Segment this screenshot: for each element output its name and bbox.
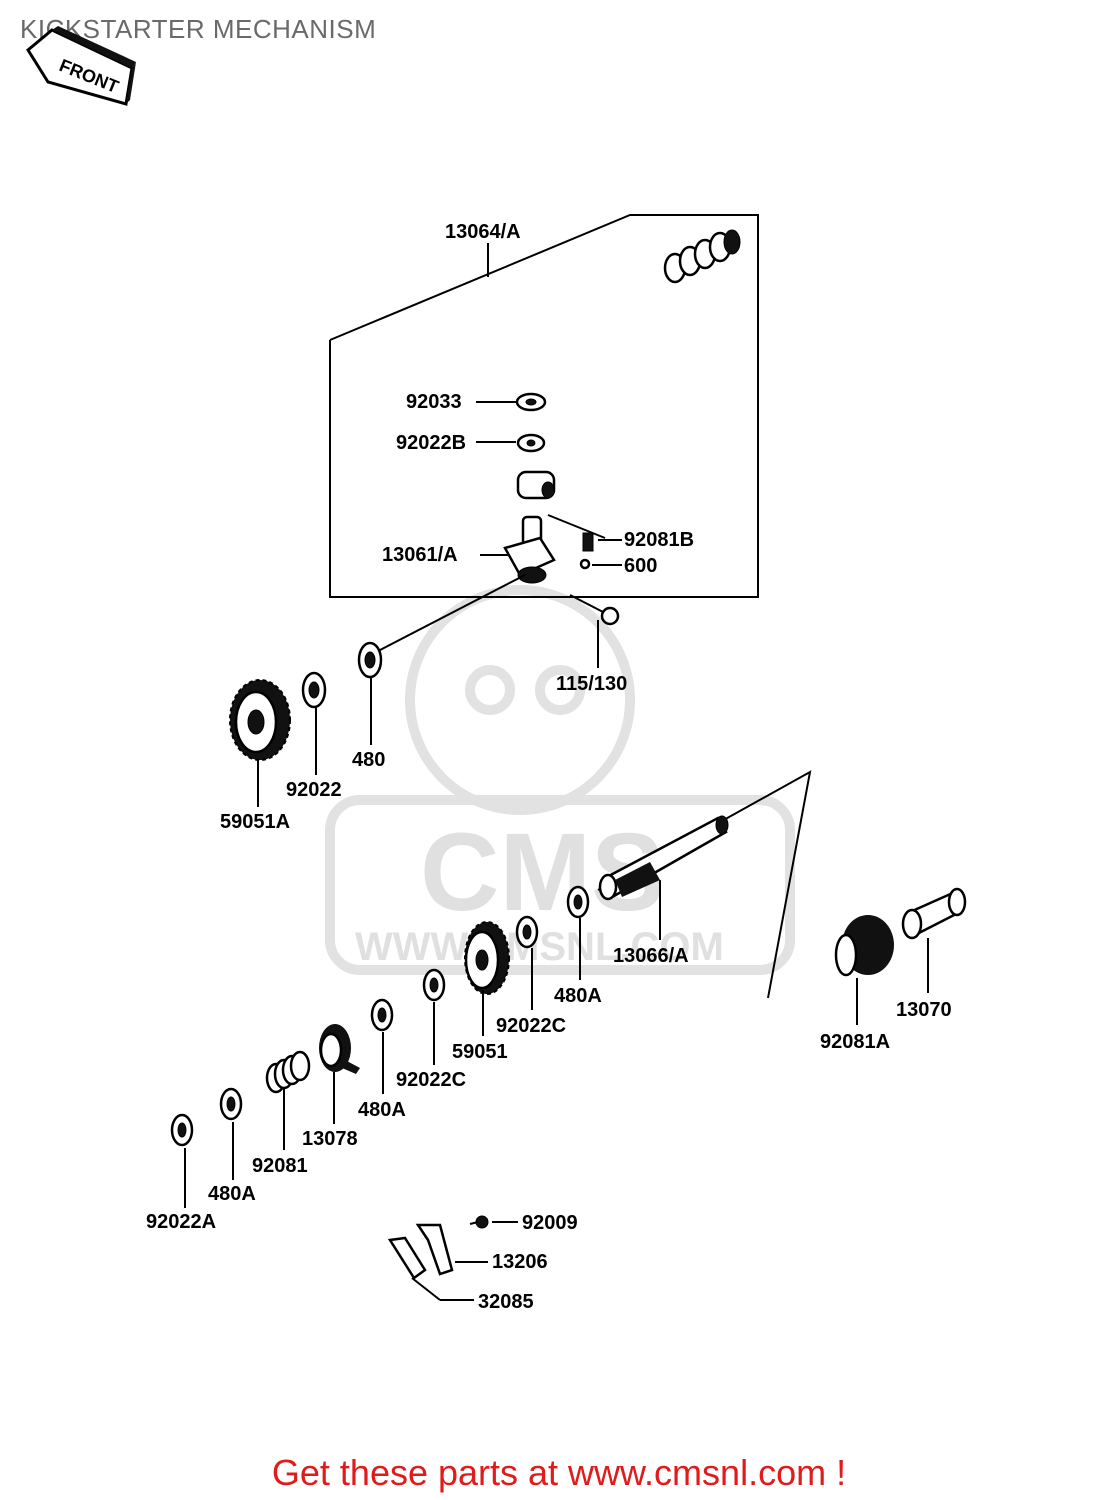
label-13064-a: 13064/A [445,221,521,243]
bushing-13070-part [901,887,967,940]
label-480: 480 [352,749,385,771]
label-600: 600 [624,555,657,577]
screw-92009-part [469,1215,489,1229]
label-480a-lower: 480A [208,1183,256,1205]
footer-cta-link[interactable]: Get these parts at www.cmsnl.com ! [271,1452,847,1493]
label-13066-a: 13066/A [613,945,689,967]
gear-59051-part [464,921,510,995]
label-13070: 13070 [896,999,952,1021]
label-32085: 32085 [478,1291,534,1313]
label-13061-a: 13061/A [382,544,458,566]
gear-59051a-part [229,679,291,761]
label-92022: 92022 [286,779,342,801]
spring-92081b-part [582,532,594,552]
label-92081a: 92081A [820,1031,890,1053]
label-59051a: 59051A [220,811,290,833]
kick-hub-13061-part [503,515,556,584]
label-13078: 13078 [302,1128,358,1150]
label-480a-upper: 480A [554,985,602,1007]
plate-13206-part [415,1223,454,1276]
label-92081b: 92081B [624,529,694,551]
label-92022a: 92022A [146,1211,216,1233]
label-59051: 59051 [452,1041,508,1063]
ball-600-part [579,558,591,570]
label-480a-middle: 480A [358,1099,406,1121]
ratchet-13078-part [319,1024,360,1074]
guide-32085-part [387,1236,427,1280]
leader-lines [184,243,929,1301]
kick-shaft-13066-part [598,815,729,901]
front-arrow-icon: FRONT [26,26,136,106]
kick-lever-part [516,229,741,500]
label-92081: 92081 [252,1155,308,1177]
label-92033: 92033 [406,391,462,413]
cms-watermark: CMS WWW.CMSNL.COM [325,585,795,975]
label-92009: 92009 [522,1212,578,1234]
parts-diagram: CMS WWW.CMSNL.COM FRONT [26,26,967,1313]
label-13206: 13206 [492,1251,548,1273]
kick-lever-group-outline [329,214,759,598]
label-92022b: 92022B [396,432,466,454]
label-92022c-lower: 92022C [396,1069,466,1091]
bolt-115-130-part [569,594,620,626]
spring-92081-part [265,1050,311,1094]
watermark-url-text: WWW.CMSNL.COM [355,925,724,969]
spring-92081a-part [834,915,894,977]
label-92022c-upper: 92022C [496,1015,566,1037]
label-115-130: 115/130 [556,673,627,695]
